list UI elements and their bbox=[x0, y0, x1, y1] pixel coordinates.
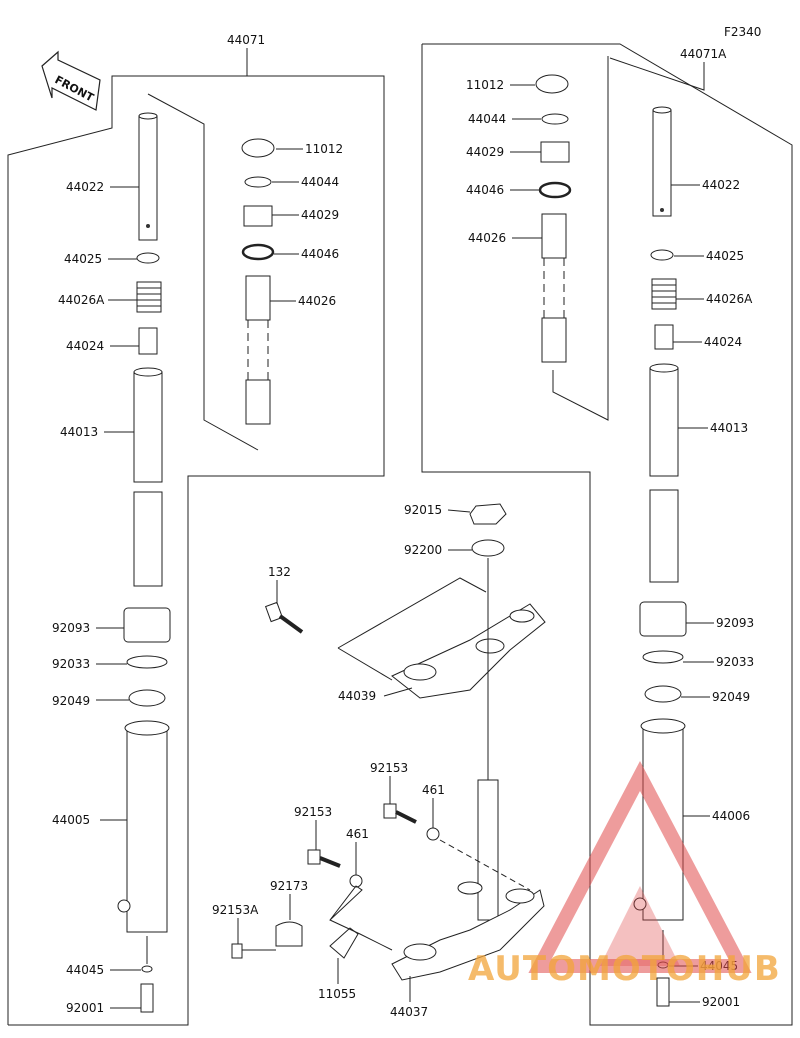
right-group-border bbox=[421, 43, 793, 1026]
right-clip-44025 bbox=[650, 249, 674, 261]
center-label-461-a: 461 bbox=[422, 783, 445, 797]
left-seal-92049 bbox=[128, 689, 166, 707]
right-label-44013: 44013 bbox=[710, 421, 748, 435]
clamp-92173 bbox=[275, 921, 303, 947]
left-label-44013: 44013 bbox=[60, 425, 98, 439]
center-label-132: 132 bbox=[268, 565, 291, 579]
right-label-44026a: 44026A bbox=[706, 292, 753, 306]
left-washer-44045 bbox=[141, 965, 153, 973]
left-kit-label-44046: 44046 bbox=[301, 247, 339, 261]
left-label-44024: 44024 bbox=[66, 339, 104, 353]
center-label-92015: 92015 bbox=[404, 503, 442, 517]
left-ring-92033 bbox=[126, 655, 168, 669]
right-kit-label-44026: 44026 bbox=[468, 231, 506, 245]
right-label-44024: 44024 bbox=[704, 335, 742, 349]
left-oring-44046 bbox=[241, 243, 275, 261]
center-label-461-b: 461 bbox=[346, 827, 369, 841]
right-collar-44029 bbox=[540, 141, 570, 163]
center-label-92153-a: 92153 bbox=[370, 761, 408, 775]
figure-code: F2340 bbox=[724, 25, 761, 39]
watermark-text: AUTOMOTOHUB bbox=[468, 949, 781, 989]
right-spring-44026a bbox=[651, 278, 677, 310]
center-label-92153a: 92153A bbox=[212, 903, 259, 917]
center-label-11055: 11055 bbox=[318, 987, 356, 1001]
left-label-44045: 44045 bbox=[66, 963, 104, 977]
washer-461-a bbox=[426, 827, 440, 841]
bolt-92153-a bbox=[383, 803, 397, 819]
right-label-92049: 92049 bbox=[712, 690, 750, 704]
right-kit-label-44044: 44044 bbox=[468, 112, 506, 126]
left-label-92001: 92001 bbox=[66, 1001, 104, 1015]
left-collar-44024 bbox=[138, 327, 158, 355]
left-label-92093: 92093 bbox=[52, 621, 90, 635]
left-kit-label-44029: 44029 bbox=[301, 208, 339, 222]
front-arrow-icon: FRONT bbox=[41, 50, 101, 111]
left-lower-leg-44005 bbox=[117, 720, 170, 933]
left-bolt-92001 bbox=[140, 983, 154, 1013]
right-oring-44046 bbox=[538, 181, 572, 199]
left-label-44026a: 44026A bbox=[58, 293, 105, 307]
right-ring-92033 bbox=[642, 650, 684, 664]
left-rod-44022 bbox=[138, 93, 259, 451]
left-label-92033: 92033 bbox=[52, 657, 90, 671]
left-collar-44029 bbox=[243, 205, 273, 227]
washer-92200 bbox=[471, 539, 505, 557]
lower-triple-clamp-44037 bbox=[391, 881, 545, 981]
center-label-92153-b: 92153 bbox=[294, 805, 332, 819]
bracket-11055 bbox=[329, 927, 359, 959]
left-label-92049: 92049 bbox=[52, 694, 90, 708]
center-label-92173: 92173 bbox=[270, 879, 308, 893]
right-label-44006: 44006 bbox=[712, 809, 750, 823]
right-collar-44024 bbox=[654, 324, 674, 350]
left-kit-label-11012: 11012 bbox=[305, 142, 343, 156]
right-label-92093: 92093 bbox=[716, 616, 754, 630]
left-label-44022: 44022 bbox=[66, 180, 104, 194]
bolt-132 bbox=[264, 601, 304, 634]
right-main-spring-44026 bbox=[541, 56, 609, 421]
right-label-92033: 92033 bbox=[716, 655, 754, 669]
watermark-logo: AUTOMOTOHUB bbox=[468, 760, 781, 989]
right-label-44025: 44025 bbox=[706, 249, 744, 263]
left-label-44005: 44005 bbox=[52, 813, 90, 827]
right-assembly-label: 44071A bbox=[680, 47, 727, 61]
right-kit-label-11012: 11012 bbox=[466, 78, 504, 92]
left-kit-label-44044: 44044 bbox=[301, 175, 339, 189]
bolt-92153-b bbox=[307, 849, 321, 865]
center-label-92200: 92200 bbox=[404, 543, 442, 557]
right-bolt-92001 bbox=[656, 977, 670, 1007]
right-label-44022: 44022 bbox=[702, 178, 740, 192]
left-seal-92093 bbox=[123, 607, 171, 643]
left-main-spring-44026 bbox=[245, 275, 271, 425]
right-ring-44044 bbox=[541, 113, 569, 125]
bolt-92153a bbox=[231, 943, 243, 959]
right-seal-92049 bbox=[644, 685, 682, 703]
steering-stem bbox=[477, 779, 499, 921]
center-label-44039: 44039 bbox=[338, 689, 376, 703]
left-group-border bbox=[7, 75, 385, 1026]
left-ring-44044 bbox=[244, 176, 272, 188]
right-kit-label-44029: 44029 bbox=[466, 145, 504, 159]
upper-triple-clamp-44039 bbox=[391, 603, 546, 699]
left-cap-11012 bbox=[241, 138, 275, 158]
left-label-44025: 44025 bbox=[64, 252, 102, 266]
left-kit-label-44026: 44026 bbox=[298, 294, 336, 308]
right-tube-44013 bbox=[649, 363, 679, 583]
left-clip-44025 bbox=[136, 252, 160, 264]
left-tube-44013 bbox=[133, 367, 163, 587]
nut-92015 bbox=[469, 503, 507, 525]
right-kit-label-44046: 44046 bbox=[466, 183, 504, 197]
right-rod-44022 bbox=[652, 106, 672, 217]
center-label-44037: 44037 bbox=[390, 1005, 428, 1019]
washer-461-b bbox=[349, 874, 363, 888]
left-assembly-label: 44071 bbox=[227, 33, 265, 47]
right-label-92001: 92001 bbox=[702, 995, 740, 1009]
left-spring-44026a bbox=[136, 281, 162, 313]
right-cap-11012 bbox=[535, 74, 569, 94]
right-seal-92093 bbox=[639, 601, 687, 637]
